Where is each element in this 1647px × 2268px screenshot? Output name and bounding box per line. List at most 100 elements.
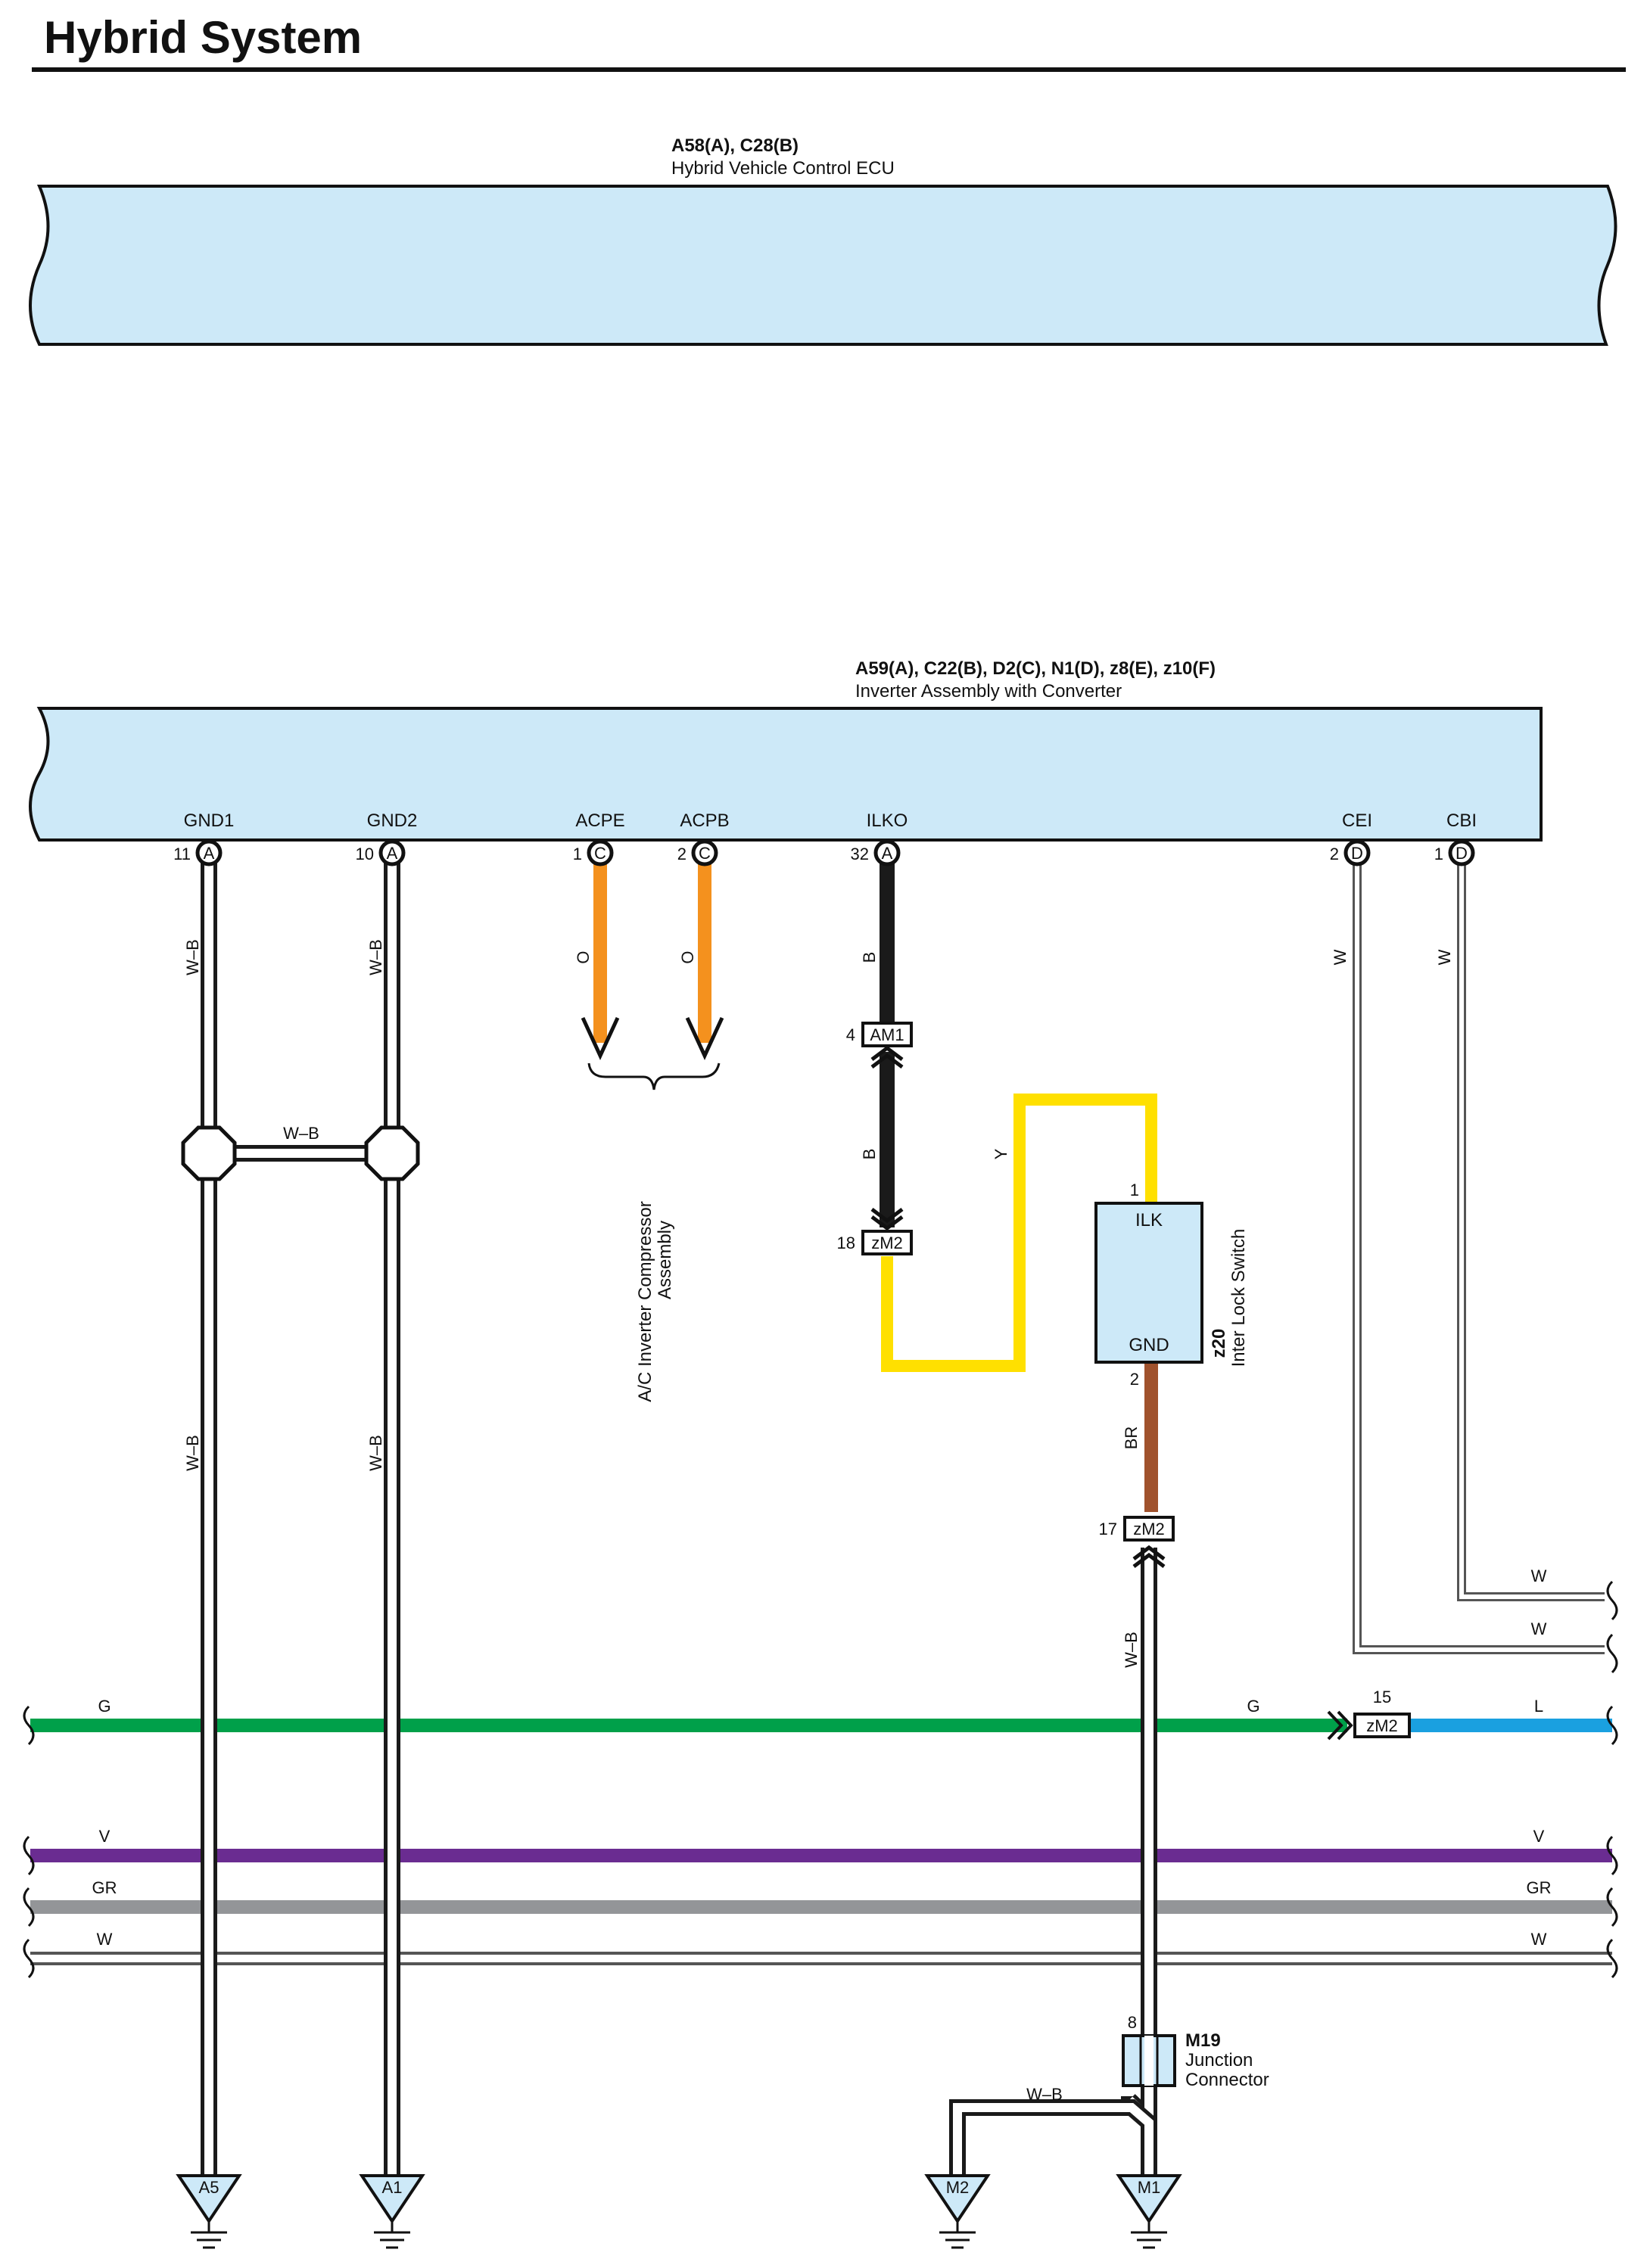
pin-num-cbi: 1 — [1434, 845, 1443, 863]
wire-wb-m2 — [949, 2099, 1157, 2176]
wire-cei — [1353, 861, 1605, 1654]
svg-text:A: A — [882, 844, 893, 863]
pin-num-ilko: 32 — [851, 845, 869, 863]
ac-compressor-name-2: Assembly — [655, 1221, 675, 1299]
interlock-switch-body — [1094, 1202, 1203, 1364]
connector-zm2-17: zM2 — [1123, 1516, 1175, 1542]
ac-compressor-name-1: A/C Inverter Compressor — [635, 1201, 655, 1402]
wire-breaks-left — [23, 1705, 35, 1979]
wire-splice-link — [235, 1145, 371, 1162]
wire-wb-m19-cross — [1141, 1710, 1157, 1975]
arrow-zm2b-lower2 — [1132, 1552, 1166, 1568]
pin-num-cei: 2 — [1330, 845, 1339, 863]
arrow-am1-lower — [870, 1045, 904, 1061]
pin-ilko: A — [873, 839, 901, 866]
pin-name-acpe: ACPE — [575, 810, 624, 831]
zm2-15-pin-num: 15 — [1373, 1688, 1391, 1706]
pin-acpe: C — [587, 839, 614, 866]
wire-acpb — [698, 861, 711, 1043]
zm2-17-pin-num: 17 — [1099, 1520, 1117, 1538]
wire-gnd2-cross — [384, 1710, 400, 1975]
wire-ilko-lower — [880, 1052, 895, 1227]
ecu-name: Hybrid Vehicle Control ECU — [671, 158, 895, 179]
wire-w-bus — [30, 1952, 1612, 1965]
pin-num-gnd1: 11 — [173, 845, 191, 863]
label-l: L — [1534, 1697, 1543, 1716]
connector-am1: AM1 — [861, 1022, 913, 1047]
interlock-pin-2: 2 — [1130, 1370, 1139, 1389]
junction-name-1: Junction — [1185, 2050, 1253, 2070]
inverter-code: A59(A), C22(B), D2(C), N1(D), z8(E), z10… — [855, 658, 1216, 679]
svg-text:A5: A5 — [199, 2178, 219, 2197]
ground-a1: A1 — [359, 2174, 425, 2249]
label-cei-wire: W — [1331, 949, 1350, 965]
am1-pin-num: 4 — [846, 1025, 855, 1044]
label-v-left: V — [99, 1827, 111, 1846]
label-cbi-wire: W — [1435, 949, 1454, 965]
svg-text:M2: M2 — [946, 2178, 970, 2197]
pin-name-cei: CEI — [1342, 810, 1372, 831]
pin-acpb: C — [691, 839, 718, 866]
pin-name-gnd2: GND2 — [367, 810, 418, 831]
connector-zm2-15: zM2 — [1353, 1713, 1411, 1738]
junction-pass-through — [1144, 2036, 1154, 2086]
title-rule — [32, 67, 1626, 72]
arrow-acpe — [581, 1016, 620, 1060]
label-w-left: W — [97, 1930, 113, 1949]
label-gnd1-wire: W–B — [183, 939, 202, 975]
label-splice-wire: W–B — [283, 1124, 319, 1143]
arrow-zm2a-upper — [870, 1208, 904, 1224]
wire-gnd2 — [384, 863, 400, 2176]
label-br-wire: BR — [1122, 1426, 1141, 1450]
label-acpe-wire: O — [574, 950, 593, 963]
svg-text:zM2: zM2 — [1133, 1520, 1165, 1538]
label-gnd2-lower-wire: W–B — [366, 1435, 385, 1471]
wire-y — [881, 1094, 1157, 1372]
wire-gnd1-cross — [201, 1710, 217, 1975]
arrow-am1-lower2 — [870, 1053, 904, 1069]
label-ilko-lower-wire: B — [860, 1149, 879, 1160]
inverter-module — [29, 707, 1543, 842]
wire-cbi — [1457, 861, 1605, 1601]
wire-br — [1144, 1362, 1158, 1512]
label-gnd2-wire: W–B — [366, 939, 385, 975]
label-gnd1-lower-wire: W–B — [183, 1435, 202, 1471]
interlock-pin-gnd: GND — [1129, 1335, 1169, 1355]
zm2-18-pin-num: 18 — [837, 1234, 855, 1252]
svg-text:A: A — [387, 844, 398, 863]
wire-acpe — [593, 861, 607, 1043]
ground-a5: A5 — [176, 2174, 242, 2249]
junction-name-2: Connector — [1185, 2070, 1269, 2090]
svg-text:A: A — [204, 844, 215, 863]
pin-num-acpb: 2 — [677, 845, 687, 863]
label-ilko-wire: B — [860, 952, 879, 963]
page-title: Hybrid System — [44, 12, 362, 63]
ecu-code: A58(A), C28(B) — [671, 135, 799, 156]
label-cbi-right-wire: W — [1531, 1566, 1547, 1585]
ground-m1: M1 — [1116, 2174, 1182, 2249]
arrow-zm2c — [1327, 1710, 1353, 1741]
label-v-right: V — [1533, 1827, 1545, 1846]
svg-text:zM2: zM2 — [871, 1234, 903, 1252]
svg-text:D: D — [1351, 844, 1363, 863]
svg-text:D: D — [1456, 844, 1468, 863]
arrow-zm2a-upper2 — [870, 1215, 904, 1231]
label-gr-left: GR — [92, 1878, 117, 1897]
svg-text:M1: M1 — [1138, 2178, 1161, 2197]
svg-text:AM1: AM1 — [870, 1025, 904, 1044]
interlock-name: Inter Lock Switch — [1228, 1229, 1249, 1367]
wire-l — [1400, 1719, 1612, 1732]
svg-text:C: C — [594, 844, 606, 863]
label-w-right: W — [1531, 1930, 1547, 1949]
label-junction-wire: W–B — [1026, 2085, 1063, 2104]
svg-text:A1: A1 — [382, 2178, 403, 2197]
connector-zm2-18: zM2 — [861, 1230, 913, 1255]
label-g-left: G — [98, 1697, 111, 1716]
junction-code: M19 — [1185, 2030, 1221, 2051]
wire-v — [30, 1849, 1612, 1862]
label-y-wire: Y — [992, 1148, 1010, 1159]
wire-g — [30, 1719, 1347, 1732]
pin-gnd1: A — [195, 839, 223, 866]
svg-text:C: C — [699, 844, 711, 863]
